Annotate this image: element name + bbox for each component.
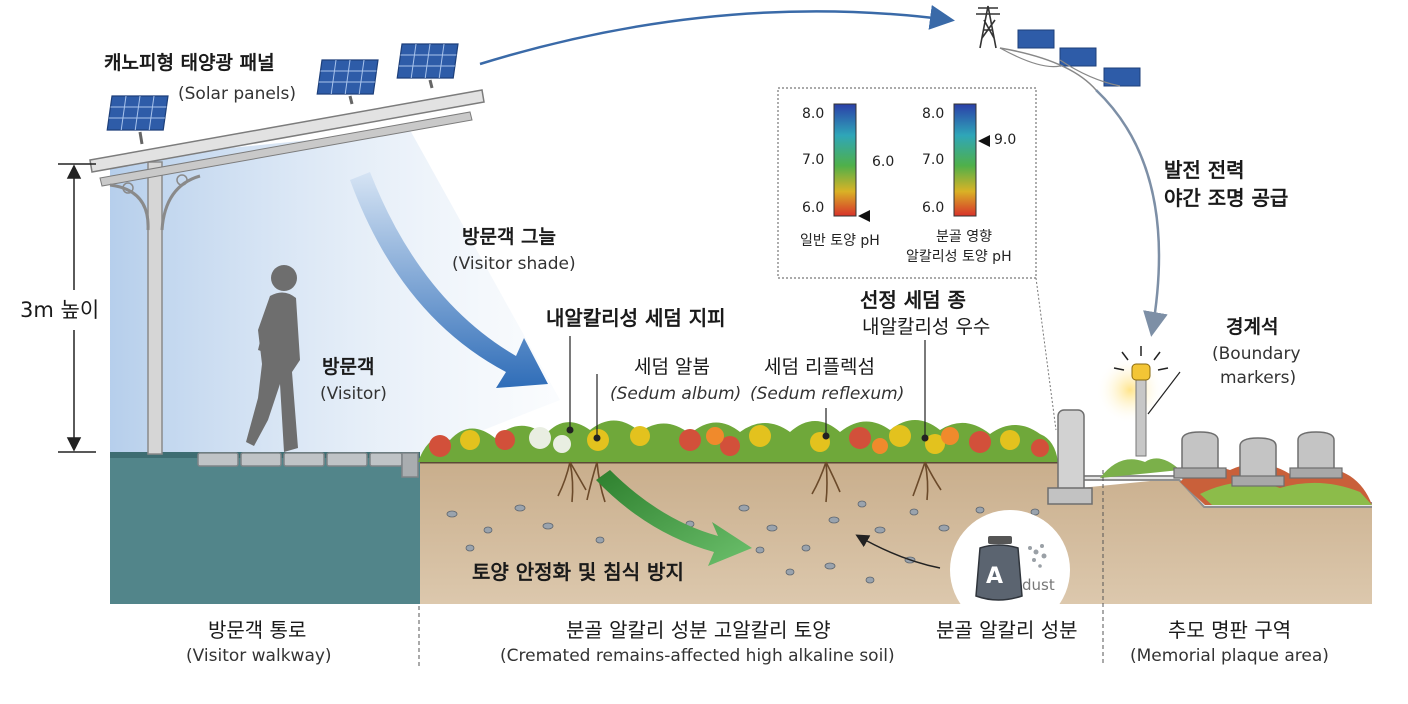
sedum-album-label-ko: 세덤 알붐 [634, 356, 710, 378]
visitor-label-ko: 방문객 [322, 356, 375, 378]
ph-normal-marker [858, 210, 870, 222]
ph-normal-caption: 일반 토양 pH [800, 233, 880, 249]
ph-alkaline-tick-mid: 7.0 [922, 152, 945, 168]
ph-markers [858, 135, 990, 222]
boundary-lamp [1047, 346, 1181, 505]
ph-alkaline-tick-high: 8.0 [922, 106, 945, 122]
memorial-label-ko: 추모 명판 구역 [1168, 618, 1292, 642]
sedum-reflexum-label-en: (Sedum reflexum) [750, 384, 905, 404]
ph-normal-marker-value: 6.0 [872, 154, 895, 170]
sedum-ground-cover [418, 336, 1058, 503]
visitor-shade-label-ko: 방문객 그늘 [462, 226, 557, 248]
boundary-label-en-2: markers) [1220, 368, 1297, 388]
ph-inset [777, 87, 1057, 431]
walkway-ground [110, 452, 420, 604]
ph-alkaline-marker [978, 135, 990, 147]
power-supply-label-1: 발전 전력 [1164, 158, 1245, 182]
ph-alkaline-marker-value: 9.0 [994, 132, 1017, 148]
shade-arrow [350, 172, 548, 388]
urn-icon [855, 510, 1070, 630]
height-dimension [58, 163, 96, 453]
selected-sedum-label-2: 내알칼리성 우수 [862, 316, 991, 338]
urn-letter: A [986, 564, 1004, 589]
zone-dividers [418, 470, 1104, 666]
boundary-label-ko: 경계석 [1226, 316, 1279, 338]
sedum-cover-label: 내알칼리성 세덤 지피 [546, 306, 726, 330]
memorial-plaques [1100, 431, 1372, 505]
dust-label: dust [1022, 576, 1055, 594]
canopy-solar-panels [106, 43, 459, 145]
walkway-label-ko: 방문객 통로 [208, 618, 307, 642]
alkali-component-label: 분골 알칼리 성분 [936, 618, 1078, 642]
visitor-shade-label-en: (Visitor shade) [452, 254, 576, 274]
soil-label-en: (Cremated remains-affected high alkaline… [500, 646, 895, 666]
height-label: 3m 높이 [20, 298, 100, 322]
ph-alkaline-caption-2: 알칼리성 토양 pH [906, 249, 1012, 265]
sedum-reflexum-label-ko: 세덤 리플렉섬 [764, 356, 875, 378]
selected-sedum-label-1: 선정 세덤 종 [860, 288, 966, 312]
paving-stones [197, 452, 419, 478]
boundary-label-en-1: (Boundary [1212, 344, 1301, 364]
ph-normal-tick-low: 6.0 [802, 200, 825, 216]
ph-alkaline-caption-1: 분골 영향 [936, 229, 992, 245]
solar-panels-label-ko: 캐노피형 태양광 패널 [104, 52, 275, 74]
memorial-label-en: (Memorial plaque area) [1130, 646, 1329, 666]
ph-alkaline-tick-low: 6.0 [922, 200, 945, 216]
power-grid [479, 5, 1168, 337]
visitor-shade-area [110, 130, 560, 455]
erosion-label: 토양 안정화 및 침식 방지 [472, 560, 684, 584]
ph-normal-tick-mid: 7.0 [802, 152, 825, 168]
solar-panels-label-en: (Solar panels) [178, 84, 297, 104]
visitor-label-en: (Visitor) [320, 384, 387, 404]
visitor-figure [246, 265, 300, 452]
erosion-arrow [596, 470, 752, 566]
canopy-structure [89, 89, 485, 455]
walkway-label-en: (Visitor walkway) [186, 646, 332, 666]
ph-normal-tick-high: 8.0 [802, 106, 825, 122]
sedum-album-label-en: (Sedum album) [610, 384, 742, 404]
power-supply-label-2: 야간 조명 공급 [1164, 186, 1289, 210]
soil-label-ko: 분골 알칼리 성분 고알칼리 토양 [566, 618, 831, 642]
